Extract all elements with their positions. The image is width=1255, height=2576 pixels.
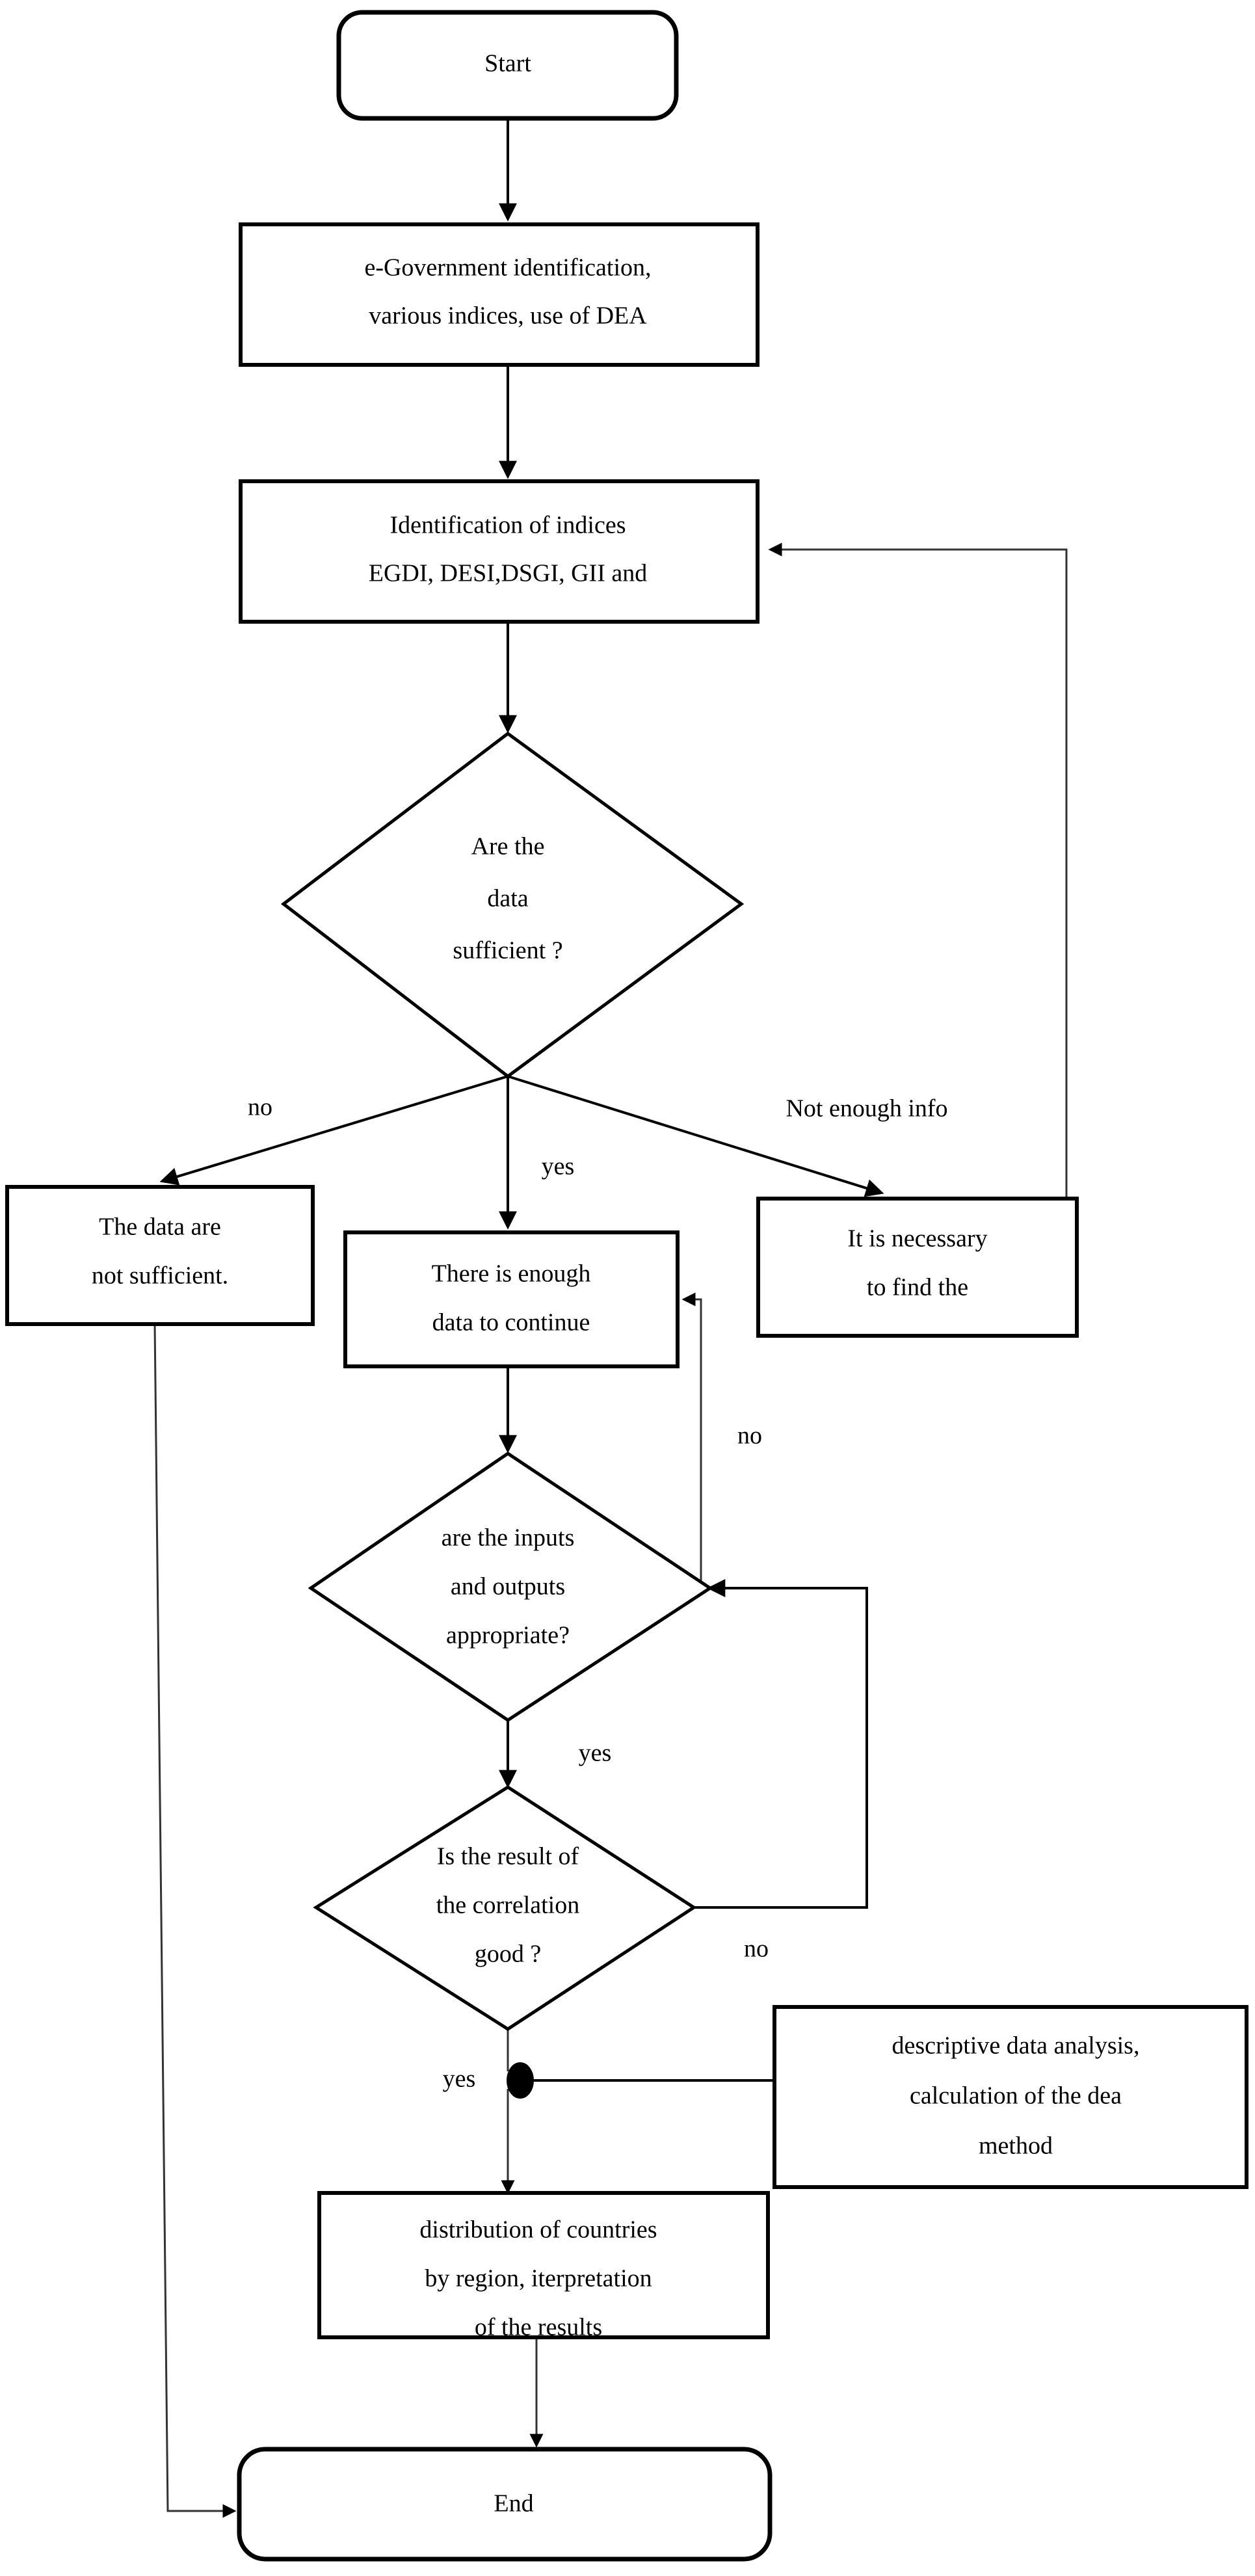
edge-necessary-to-indices-feedback — [768, 542, 1068, 1199]
node-end[interactable] — [237, 2447, 773, 2562]
node-identification-indices-line2: EGDI, DESI,DSGI, GII and — [369, 560, 647, 587]
edge-label-inputs-outputs-yes: yes — [579, 1740, 612, 1767]
node-descriptive-analysis[interactable] — [773, 2005, 1248, 2189]
node-decision-correlation-line1: Is the result of — [437, 1843, 579, 1870]
node-identification-dea[interactable] — [239, 222, 760, 367]
node-decision-data-sufficient-line1: Are the — [471, 833, 545, 860]
edge-label-data-sufficient-yes: yes — [542, 1153, 575, 1180]
node-decision-inputs-outputs-line1: are the inputs — [442, 1524, 575, 1552]
node-decision-inputs-outputs[interactable] — [308, 1451, 713, 1722]
junction-dot — [507, 2062, 534, 2099]
node-data-not-sufficient[interactable] — [5, 1185, 315, 1326]
node-enough-data-line2: data to continue — [432, 1309, 590, 1336]
node-data-not-sufficient-line2: not sufficient. — [92, 1262, 228, 1290]
node-identification-indices[interactable] — [239, 479, 760, 624]
node-necessary-to-find-line2: to find the — [867, 1274, 968, 1301]
node-decision-inputs-outputs-line3: appropriate? — [446, 1622, 570, 1649]
edge-label-data-sufficient-not-enough-info: Not enough info — [786, 1095, 947, 1122]
node-start[interactable] — [336, 10, 679, 121]
node-decision-correlation[interactable] — [313, 1785, 697, 2031]
edge-not-sufficient-to-end — [153, 1323, 237, 2518]
node-enough-data-line1: There is enough — [432, 1260, 591, 1288]
node-decision-correlation-line3: good ? — [475, 1941, 541, 1968]
node-identification-dea-line2: various indices, use of DEA — [369, 302, 647, 330]
edge-label-correlation-yes: yes — [443, 2065, 476, 2093]
node-enough-data[interactable] — [343, 1230, 680, 1368]
node-decision-data-sufficient[interactable] — [280, 731, 745, 1079]
node-decision-correlation-line2: the correlation — [436, 1892, 580, 1919]
node-decision-inputs-outputs-line2: and outputs — [451, 1573, 565, 1600]
node-distribution-results[interactable] — [317, 2191, 770, 2339]
node-descriptive-analysis-line1: descriptive data analysis, — [892, 2032, 1140, 2060]
node-end-label: End — [494, 2490, 533, 2517]
edge-decision-inputs-no-feedback — [681, 1292, 702, 1588]
node-necessary-to-find-line1: It is necessary — [847, 1225, 987, 1253]
edge-decision-data-no — [159, 1075, 509, 1186]
node-distribution-results-line1: distribution of countries — [419, 2216, 657, 2244]
edge-label-data-sufficient-no: no — [248, 1094, 272, 1121]
node-distribution-results-line2: by region, iterpretation — [425, 2265, 652, 2292]
node-data-not-sufficient-line1: The data are — [99, 1214, 221, 1241]
node-distribution-results-line3: of the results — [475, 2314, 602, 2341]
node-identification-dea-line1: e-Government identification, — [364, 254, 651, 282]
edge-label-correlation-no: no — [744, 1935, 769, 1963]
node-necessary-to-find[interactable] — [756, 1197, 1079, 1338]
node-start-label: Start — [484, 50, 531, 77]
node-decision-data-sufficient-line3: sufficient ? — [453, 937, 562, 964]
edge-label-inputs-outputs-no: no — [737, 1422, 762, 1450]
node-identification-indices-line1: Identification of indices — [390, 512, 626, 539]
edge-decision-data-not-enough-info — [507, 1075, 884, 1197]
node-decision-data-sufficient-line2: data — [487, 885, 528, 912]
node-descriptive-analysis-line2: calculation of the dea — [910, 2082, 1122, 2110]
edge-decision-correlation-no-feedback — [694, 1579, 868, 1909]
node-descriptive-analysis-line3: method — [979, 2132, 1053, 2160]
